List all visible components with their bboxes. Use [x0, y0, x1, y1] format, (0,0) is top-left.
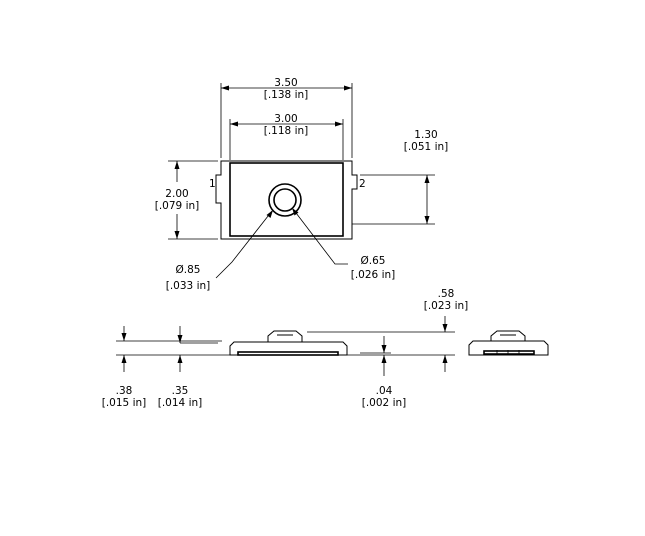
arrowhead	[335, 121, 343, 127]
arrowhead	[121, 333, 127, 341]
arrowhead	[292, 208, 299, 216]
pin-1-label: 1	[209, 178, 216, 190]
dim-overall-height-mm: 2.00	[165, 188, 188, 200]
dim-overall-width-mm: 3.50	[274, 77, 297, 89]
leader-line	[292, 208, 348, 265]
dim-inner-diameter-mm: Ø.65	[361, 255, 386, 267]
dim-a-inch: [.015 in]	[102, 397, 146, 409]
arrowhead	[174, 231, 180, 239]
leader-line	[215, 210, 273, 279]
arrowhead	[381, 355, 387, 363]
dim-pad-height-inch: [.051 in]	[404, 141, 448, 153]
arrowhead	[121, 355, 127, 363]
side-view: .38 [.015 in] .35 [.014 in] .04 [.002 in…	[102, 288, 468, 409]
dim-overall-height-inch: [.079 in]	[155, 200, 199, 212]
end-view	[468, 330, 549, 356]
lens-outer-circle	[268, 183, 302, 217]
dim-c-mm: .04	[376, 385, 393, 397]
arrowhead	[266, 210, 273, 218]
arrowhead	[221, 85, 229, 91]
arrowhead	[424, 216, 430, 224]
arrowhead	[442, 324, 448, 332]
dim-a-mm: .38	[116, 385, 133, 397]
dim-inner-diameter-inch: [.026 in]	[351, 269, 395, 281]
dim-c-inch: [.002 in]	[362, 397, 406, 409]
dim-pad-height-mm: 1.30	[414, 129, 437, 141]
dim-body-width-mm: 3.00	[274, 113, 297, 125]
top-view: 1 2 3.50 [.138 in] 3.00 [.118 in] 2.00 […	[155, 77, 448, 292]
package-base-pad	[237, 351, 339, 356]
dim-b-inch: [.014 in]	[158, 397, 202, 409]
end-view-lens-dome	[490, 330, 526, 341]
package-outline	[215, 160, 358, 240]
package-side-profile	[229, 341, 348, 356]
arrowhead	[177, 335, 183, 343]
arrowhead	[424, 175, 430, 183]
arrowhead	[177, 355, 183, 363]
lens-inner-circle	[273, 188, 297, 212]
dim-outer-diameter-inch: [.033 in]	[166, 280, 210, 292]
lens-dome	[267, 330, 303, 342]
package-body	[229, 162, 344, 237]
end-view-base-pad	[483, 350, 535, 355]
pin-2-label: 2	[359, 178, 366, 190]
arrowhead	[381, 345, 387, 353]
arrowhead	[442, 355, 448, 363]
dim-outer-diameter-mm: Ø.85	[176, 264, 201, 276]
end-view-profile	[468, 340, 549, 356]
dim-body-width-inch: [.118 in]	[264, 125, 308, 137]
arrowhead	[344, 85, 352, 91]
arrowhead	[230, 121, 238, 127]
dim-overall-width-inch: [.138 in]	[264, 89, 308, 101]
arrowhead	[174, 161, 180, 169]
dim-d-mm: .58	[438, 288, 455, 300]
dim-b-mm: .35	[172, 385, 189, 397]
dim-d-inch: [.023 in]	[424, 300, 468, 312]
